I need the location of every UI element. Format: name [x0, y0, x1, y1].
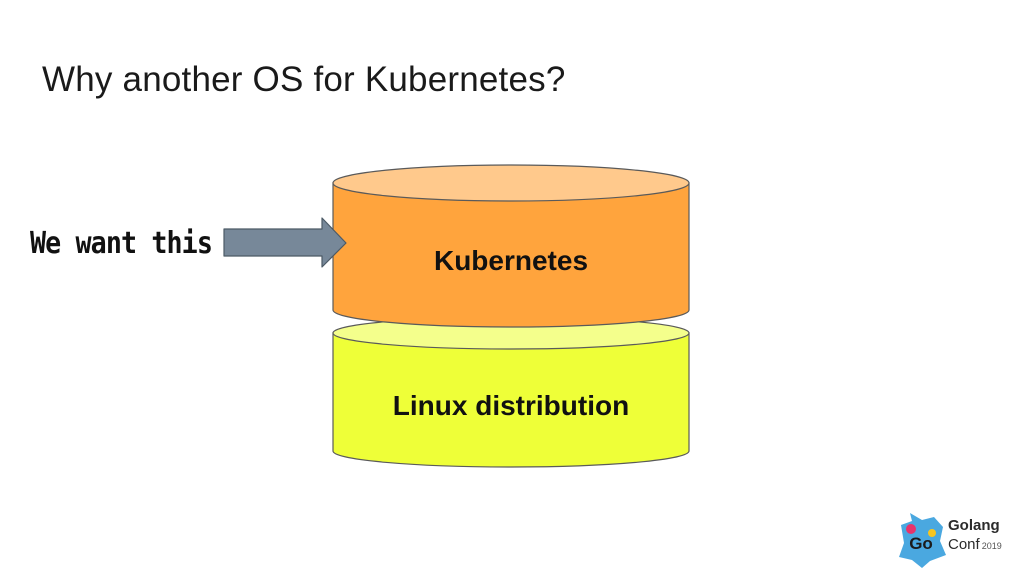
logo-mark-text: Go — [909, 534, 933, 553]
kubernetes-layer-body — [332, 182, 690, 328]
kubernetes-layer-top — [332, 164, 690, 202]
slide-title: Why another OS for Kubernetes? — [42, 60, 566, 99]
kubernetes-layer: Kubernetes — [332, 164, 690, 328]
logo-conf-text: Conf — [948, 536, 980, 553]
linux-layer: Linux distribution — [332, 316, 690, 468]
kubernetes-layer-label: Kubernetes — [434, 245, 588, 276]
gopher-mark-icon: Go — [899, 513, 946, 568]
linux-layer-label: Linux distribution — [393, 390, 629, 421]
annotation-text: We want this — [30, 226, 212, 261]
arrow-icon — [223, 217, 347, 268]
linux-layer-body — [332, 332, 690, 468]
logo-year-text: 2019 — [981, 541, 1002, 551]
logo-golang-text: Golang — [948, 517, 1000, 534]
